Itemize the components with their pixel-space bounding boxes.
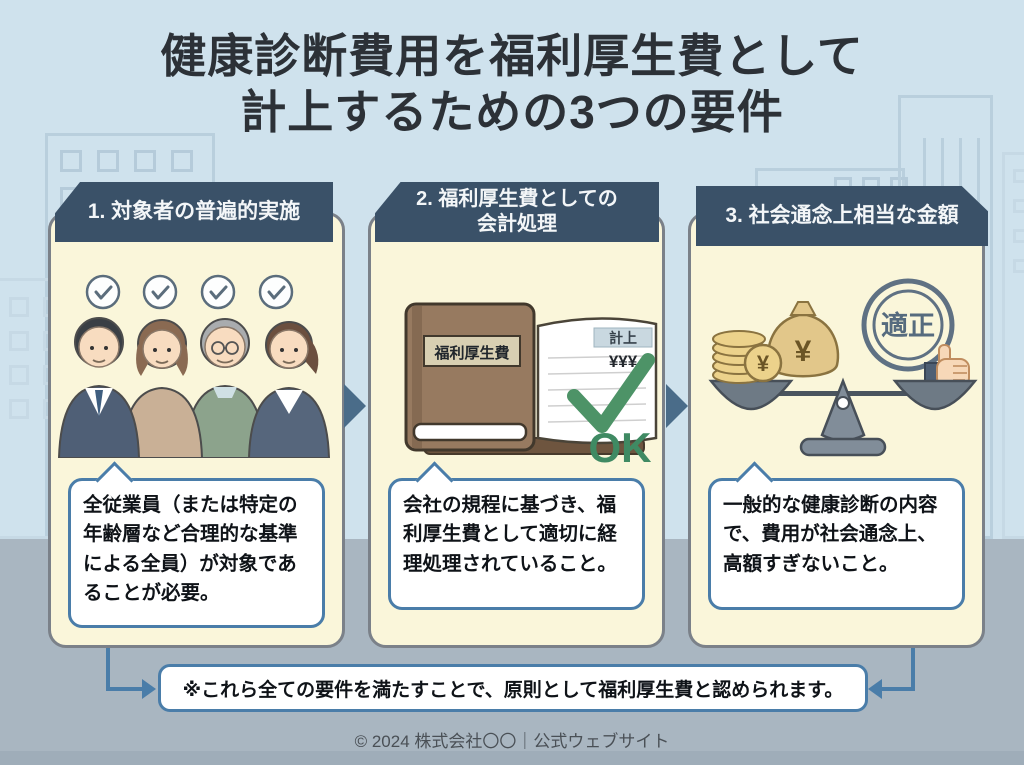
employees-illustration xyxy=(57,274,331,458)
scale xyxy=(708,377,978,457)
connector-line-right xyxy=(911,648,915,691)
green-checkmark-icon xyxy=(567,353,655,433)
card-3-description-bubble: 一般的な健康診断の内容で、費用が社会通念上、高額すぎないこと。 xyxy=(708,461,965,610)
card-1-description-bubble: 全従業員（または特定の年齢層など合理的な基準による全員）が対象であることが必要。 xyxy=(68,461,325,628)
connector-arrow-icon xyxy=(142,679,156,699)
approved-stamp: 適正 xyxy=(861,278,955,372)
building-windows xyxy=(1013,169,1024,273)
card-2-header-text-line2: 会計処理 xyxy=(477,213,557,235)
connector-line-right xyxy=(882,687,915,691)
ok-label: OK xyxy=(589,424,652,466)
card-2-description-text: 会社の規程に基づき、福利厚生費として適切に経理処理されていること。 xyxy=(403,494,617,575)
copyright-text: © 2024 株式会社〇〇｜公式ウェブサイト xyxy=(354,732,670,751)
page-title-line1: 健康診断費用を福利厚生費として xyxy=(160,30,864,82)
person-blouse-woman xyxy=(120,319,204,458)
ledger-column-header xyxy=(593,327,653,348)
scale-left-pan xyxy=(708,379,794,411)
stamp-label: 適正 xyxy=(881,310,935,341)
summary-note-text: ※これら全ての要件を満たすことで、原則として福利厚生費と認められます。 xyxy=(182,679,844,701)
open-ledger: 計上 ¥¥¥ xyxy=(536,317,658,445)
card-2-header-text-line1: 2. 福利厚生費としての xyxy=(416,188,618,210)
page-title: 健康診断費用を福利厚生費として 計上するための3つの要件 xyxy=(0,28,1024,140)
page-title-line2: 計上するための3つの要件 xyxy=(240,86,784,139)
money-bag: ¥ xyxy=(766,301,840,378)
card-3-header-banner: 3. 社会通念上相当な金額 xyxy=(696,186,988,246)
book-title-label xyxy=(423,335,521,367)
ledger-column-label: 計上 xyxy=(609,330,637,346)
card-2-description-bubble: 会社の規程に基づき、福利厚生費として適切に経理処理されていること。 xyxy=(388,461,645,610)
card-1-header-banner: 1. 対象者の普遍的実施 xyxy=(55,182,333,242)
connector-line-left xyxy=(106,648,110,691)
bag-yen-label: ¥ xyxy=(795,335,812,368)
person-suit-man xyxy=(57,317,141,458)
check-circles-row xyxy=(85,274,294,310)
closed-book: 福利厚生費 xyxy=(404,302,536,452)
card-1-description-text: 全従業員（または特定の年齢層など合理的な基準による全員）が対象であることが必要。 xyxy=(83,494,298,604)
summary-note-banner: ※これら全ての要件を満たすことで、原則として福利厚生費と認められます。 xyxy=(158,664,868,712)
book-title-text: 福利厚生費 xyxy=(433,344,509,362)
ledger-illustration: 計上 ¥¥¥ 福利厚生費 OK xyxy=(404,302,658,466)
connector-arrow-icon xyxy=(868,679,882,699)
card-2-header-banner: 2. 福利厚生費としての 会計処理 xyxy=(375,182,659,242)
flow-arrow-icon xyxy=(344,384,366,428)
flow-arrow-icon xyxy=(666,384,688,428)
card-3-header-text: 3. 社会通念上相当な金額 xyxy=(725,203,959,227)
scale-right-pan xyxy=(892,379,978,411)
card-1-header-text: 1. 対象者の普遍的実施 xyxy=(87,199,301,223)
ledger-amount-label: ¥¥¥ xyxy=(609,352,638,371)
card-3-description-text: 一般的な健康診断の内容で、費用が社会通念上、高額すぎないこと。 xyxy=(723,494,938,575)
person-vest-woman xyxy=(247,321,331,458)
connector-line-left xyxy=(106,687,144,691)
coin-stack: ¥ xyxy=(712,330,783,384)
coin-yen-label: ¥ xyxy=(757,351,770,376)
footer-strip xyxy=(0,751,1024,765)
background-building xyxy=(1002,152,1024,539)
balance-scale-illustration: 適正 ¥ ¥ xyxy=(708,278,978,457)
